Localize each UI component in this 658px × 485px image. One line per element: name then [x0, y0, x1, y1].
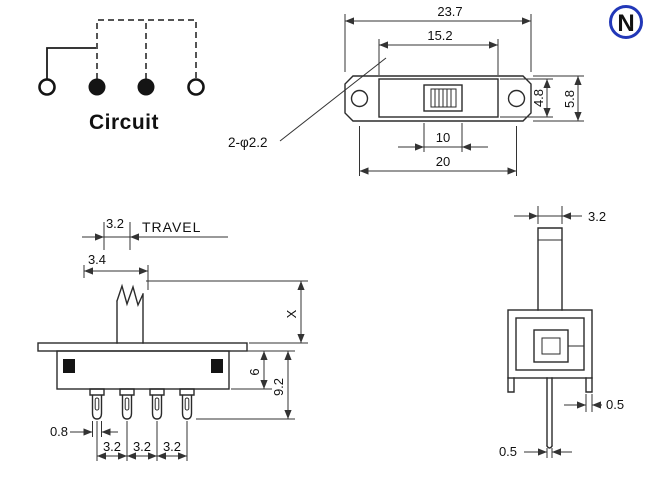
front-view: 3.2 TRAVEL 3.4 X 9.2 6 0.8 3.2 3.2 3.2: [37, 216, 308, 461]
pin: [149, 388, 165, 420]
frame-outline: [507, 309, 593, 379]
dim-hole-pitch: 20: [436, 154, 450, 169]
slider-knob-side: [537, 227, 563, 311]
mounting-hole-right: [507, 89, 526, 108]
frame-foot-left: [507, 377, 515, 393]
logo-circle-icon: [609, 5, 643, 39]
slider-knob-broken: [116, 283, 144, 344]
mounting-plate-outline: [344, 75, 532, 122]
dim-knob-thickness: 3.2: [588, 209, 606, 224]
dim-pin-width: 0.8: [50, 424, 68, 439]
dim-pin-pitch: 3.2: [103, 439, 121, 454]
terminal-pin-side: [546, 377, 553, 449]
contact-block: [533, 329, 569, 363]
frame-foot-right: [585, 377, 593, 393]
brand-logo: N: [609, 5, 643, 39]
pin-slot: [154, 397, 160, 411]
extension-lines: [537, 206, 563, 224]
contact-detail: [541, 337, 561, 355]
dim-frame-thickness: 0.5: [606, 397, 624, 412]
travel-label: TRAVEL: [142, 219, 201, 235]
hole-callout: 2-φ2.2: [228, 135, 268, 150]
dim-travel-width: 3.2: [106, 216, 124, 231]
terminal-pins: [89, 388, 195, 420]
side-view: 3.2 0.5 0.5: [499, 206, 624, 459]
dim-body-width: 15.2: [427, 28, 452, 43]
circuit-symbol: Circuit: [38, 19, 205, 134]
leader-line: [279, 57, 387, 142]
extension-lines: [146, 280, 308, 420]
terminal-circle-open: [38, 78, 56, 96]
mounting-plate: [37, 342, 248, 352]
dim-overall-width: 23.7: [437, 4, 462, 19]
dim-body-height: 6: [247, 368, 262, 375]
pin: [89, 388, 105, 420]
pin: [179, 388, 195, 420]
grip-hatch-lines: [434, 89, 452, 107]
switch-body: [56, 350, 230, 390]
terminal-circle-open: [187, 78, 205, 96]
terminal-circle-filled: [88, 78, 106, 96]
pin-slot: [184, 397, 190, 411]
extension-lines: [83, 265, 149, 290]
switch-body: [378, 78, 499, 118]
extension-lines: [96, 421, 188, 461]
circuit-label: Circuit: [89, 111, 159, 134]
dim-knob-width: 3.4: [88, 252, 106, 267]
extension-lines: [344, 14, 532, 72]
dim-body-height: 4.8: [531, 89, 546, 107]
dim-overall-height: 9.2: [271, 378, 286, 396]
pin: [119, 388, 135, 420]
dim-pin-pitch: 3.2: [133, 439, 151, 454]
terminal-circle-filled: [137, 78, 155, 96]
rivet-right: [211, 359, 223, 373]
mounting-hole-left: [350, 89, 369, 108]
rivet-left: [63, 359, 75, 373]
dim-flange-height: 5.8: [562, 90, 577, 108]
extension-lines: [378, 39, 499, 75]
pin-slot: [94, 397, 100, 411]
frame-inner: [515, 317, 585, 371]
wire-solid: [46, 47, 96, 79]
dim-slider-width: 10: [436, 130, 450, 145]
extension-lines: [546, 448, 553, 458]
dim-pin-pitch: 3.2: [163, 439, 181, 454]
top-view: 23.7 15.2 4.8 5.8 10 20 2-φ2.2: [228, 4, 584, 176]
pin-slot: [124, 397, 130, 411]
dim-pin-thickness: 0.5: [499, 444, 517, 459]
dim-knob-height: X: [284, 309, 299, 318]
slider-knob: [423, 84, 463, 112]
logo-letter: N: [617, 10, 634, 37]
extension-lines: [585, 394, 593, 412]
